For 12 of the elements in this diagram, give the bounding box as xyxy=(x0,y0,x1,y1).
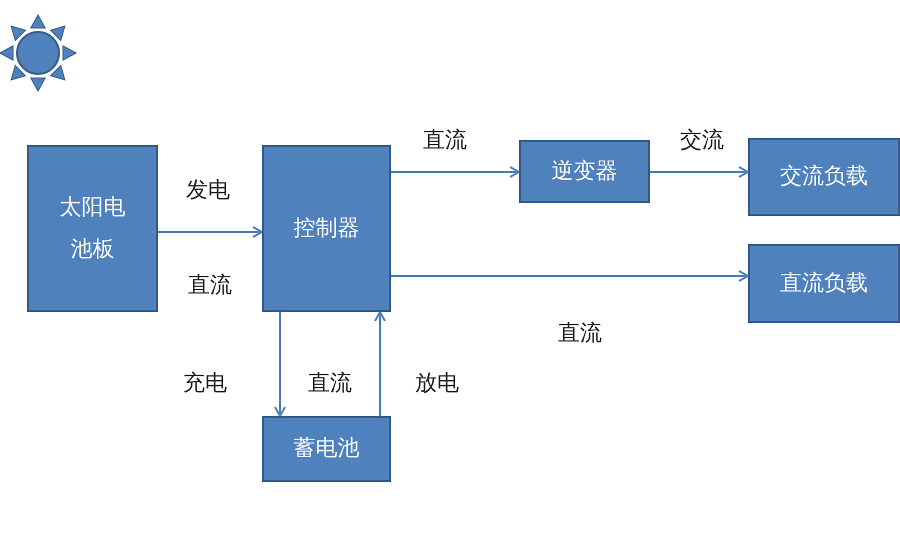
arrow xyxy=(650,166,749,178)
arrow xyxy=(274,312,286,417)
process-box: 直流负载 xyxy=(748,244,900,323)
process-box: 太阳电池板 xyxy=(27,145,158,312)
process-box: 交流负载 xyxy=(748,138,900,216)
arrow xyxy=(158,226,263,238)
arrow xyxy=(391,166,520,178)
arrow xyxy=(391,270,749,282)
process-box: 控制器 xyxy=(262,145,391,312)
process-box: 蓄电池 xyxy=(262,416,391,482)
process-box: 逆变器 xyxy=(519,140,650,203)
arrow xyxy=(374,311,386,416)
